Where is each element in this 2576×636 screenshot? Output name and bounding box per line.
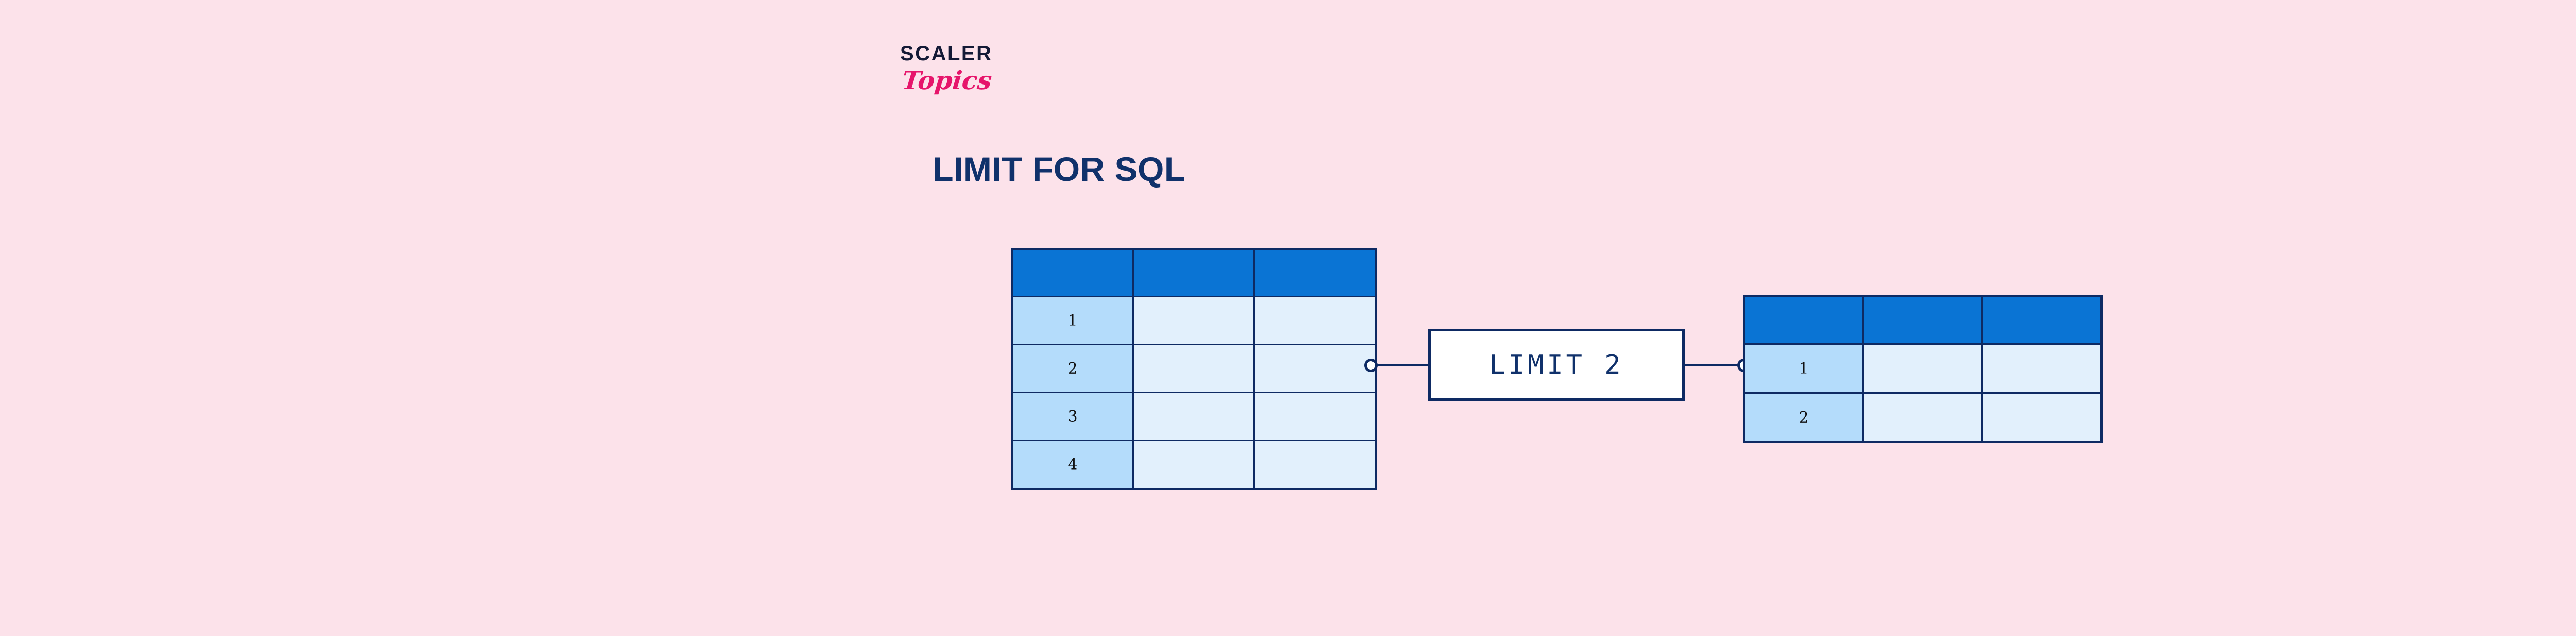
data-cell <box>1132 440 1255 490</box>
header-cell-3 <box>1253 248 1377 297</box>
header-cell-1 <box>1011 248 1134 297</box>
row-number-cell: 2 <box>1011 344 1134 393</box>
table-row: 4 <box>1011 440 1377 490</box>
table-row: 3 <box>1011 392 1377 441</box>
page-title: LIMIT FOR SQL <box>933 150 1185 188</box>
data-cell <box>1132 296 1255 345</box>
data-cell <box>1981 343 2103 394</box>
row-number-cell: 4 <box>1011 440 1134 490</box>
table-header-row <box>1743 295 2103 345</box>
data-cell <box>1132 344 1255 393</box>
header-cell-1 <box>1743 295 1864 345</box>
table-row: 2 <box>1743 392 2103 443</box>
result-table: 1 2 <box>1743 295 2103 443</box>
data-cell <box>1253 344 1377 393</box>
table-row: 2 <box>1011 344 1377 393</box>
table-row: 1 <box>1011 296 1377 345</box>
connector-line-source-to-operation <box>1370 364 1431 366</box>
header-cell-2 <box>1862 295 1983 345</box>
data-cell <box>1981 392 2103 443</box>
data-cell <box>1253 440 1377 490</box>
table-header-row <box>1011 248 1377 297</box>
connector-line-operation-to-result <box>1684 364 1745 366</box>
row-number-cell: 3 <box>1011 392 1134 441</box>
data-cell <box>1862 392 1983 443</box>
row-number-cell: 2 <box>1743 392 1864 443</box>
limit-operation-box: LIMIT 2 <box>1428 329 1685 401</box>
data-cell <box>1862 343 1983 394</box>
source-table: 1 2 3 4 <box>1011 248 1377 490</box>
data-cell <box>1253 392 1377 441</box>
data-cell <box>1253 296 1377 345</box>
connector-dot-source <box>1364 359 1378 372</box>
data-cell <box>1132 392 1255 441</box>
logo-wordmark-scaler: SCALER <box>900 42 993 65</box>
header-cell-3 <box>1981 295 2103 345</box>
row-number-cell: 1 <box>1743 343 1864 394</box>
row-number-cell: 1 <box>1011 296 1134 345</box>
header-cell-2 <box>1132 248 1255 297</box>
scaler-topics-logo: SCALER Topics <box>900 43 1034 110</box>
table-row: 1 <box>1743 343 2103 394</box>
